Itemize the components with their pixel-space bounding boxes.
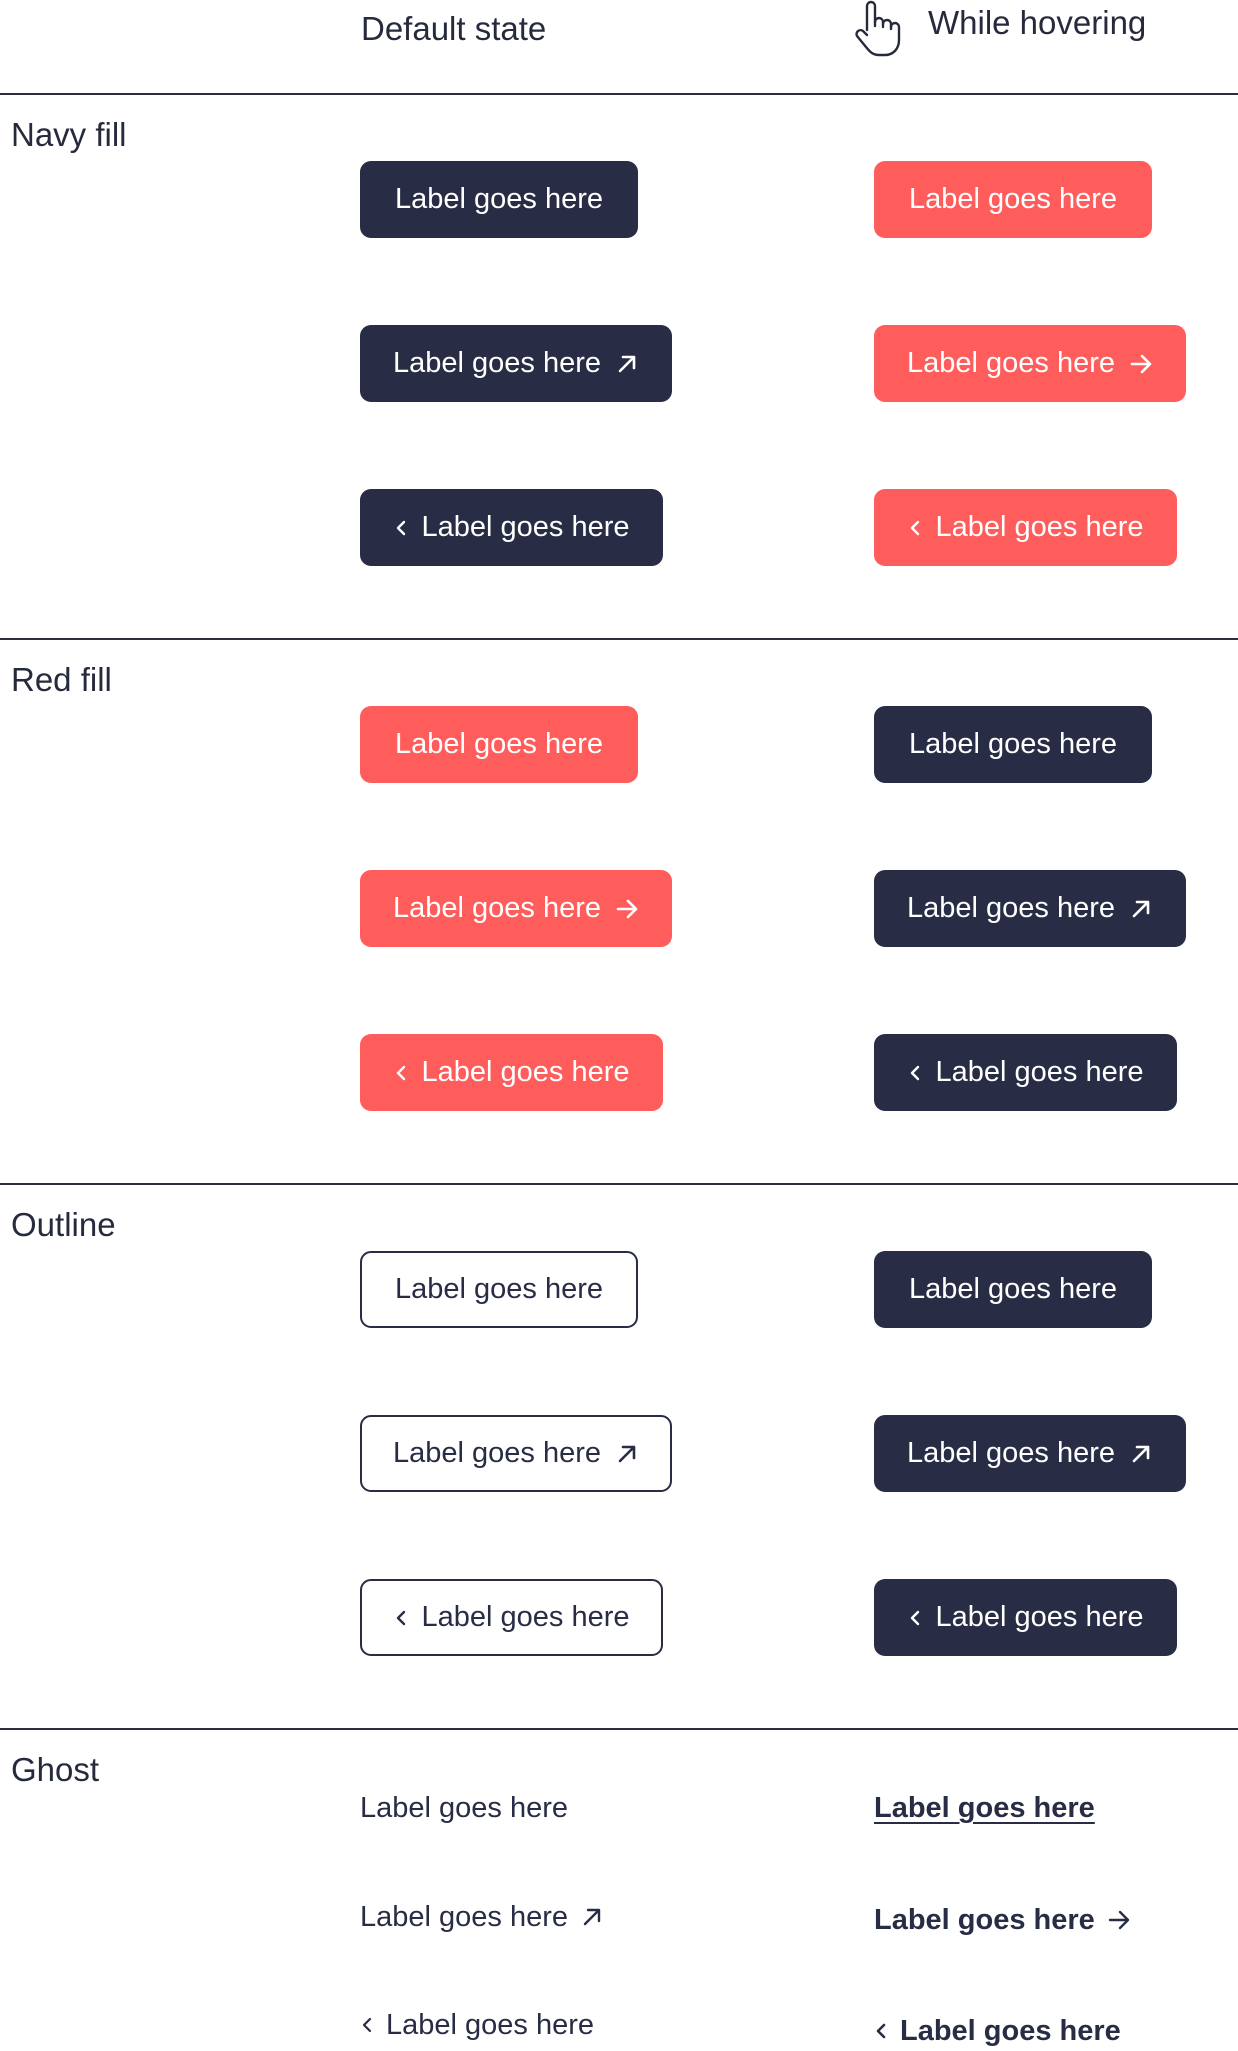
button-label: Label goes here [395, 728, 603, 760]
button-label: Label goes here [874, 1903, 1095, 1936]
button-label: Label goes here [395, 1273, 603, 1305]
outline-back-button[interactable]: Label goes here [360, 1579, 663, 1656]
button-label: Label goes here [395, 183, 603, 215]
navy-external-link-button[interactable]: Label goes here [360, 325, 672, 402]
arrow-right-icon [1108, 1910, 1130, 1930]
ghost-link[interactable]: Label goes here [360, 1788, 568, 1828]
outline-back-button-hover[interactable]: Label goes here [874, 1579, 1177, 1656]
red-back-button[interactable]: Label goes here [360, 1034, 663, 1111]
chevron-left-icon [396, 1065, 405, 1080]
button-label: Label goes here [935, 1601, 1144, 1633]
outline-external-link-button[interactable]: Label goes here [360, 1415, 672, 1492]
outline-external-link-button-hover[interactable]: Label goes here [874, 1415, 1186, 1492]
button-label: Label goes here [360, 1900, 568, 1933]
button-label: Label goes here [421, 1601, 630, 1633]
section-title-red-fill: Red fill [11, 661, 112, 698]
red-button-hover[interactable]: Label goes here [874, 706, 1152, 783]
arrow-up-right-icon [618, 355, 636, 372]
divider [0, 1183, 1238, 1185]
navy-forward-button-hover[interactable]: Label goes here [874, 325, 1186, 402]
arrow-up-right-icon [1132, 900, 1150, 917]
chevron-left-icon [910, 1065, 919, 1080]
chevron-left-icon [396, 520, 405, 535]
ghost-link-hover[interactable]: Label goes here [874, 1788, 1095, 1828]
while-hovering-heading: While hovering [928, 4, 1147, 41]
default-state-heading: Default state [361, 10, 547, 47]
button-label: Label goes here [393, 347, 601, 379]
button-label: Label goes here [421, 511, 630, 543]
arrow-up-right-icon [1132, 1445, 1150, 1462]
button-label: Label goes here [909, 728, 1117, 760]
outline-button-hover[interactable]: Label goes here [874, 1251, 1152, 1328]
section-title-ghost: Ghost [11, 1751, 100, 1788]
navy-button[interactable]: Label goes here [360, 161, 638, 238]
button-label: Label goes here [900, 2014, 1121, 2047]
button-label: Label goes here [393, 892, 601, 924]
divider [0, 93, 1238, 95]
arrow-right-icon [616, 899, 638, 918]
button-label: Label goes here [393, 1437, 601, 1469]
arrow-up-right-icon [583, 1908, 601, 1926]
button-label: Label goes here [874, 1791, 1095, 1824]
button-label: Label goes here [907, 347, 1115, 379]
chevron-left-icon [362, 2017, 372, 2033]
button-label: Label goes here [907, 892, 1115, 924]
ghost-external-link[interactable]: Label goes here [360, 1897, 604, 1937]
arrow-right-icon [1130, 354, 1152, 373]
button-label: Label goes here [360, 1791, 568, 1824]
navy-button-hover[interactable]: Label goes here [874, 161, 1152, 238]
button-label: Label goes here [907, 1437, 1115, 1469]
divider [0, 1728, 1238, 1730]
section-title-outline: Outline [11, 1206, 116, 1243]
chevron-left-icon [396, 1610, 405, 1625]
ghost-back-link[interactable]: Label goes here [360, 2005, 594, 2045]
button-label: Label goes here [909, 1273, 1117, 1305]
navy-back-button[interactable]: Label goes here [360, 489, 663, 566]
red-forward-button[interactable]: Label goes here [360, 870, 672, 947]
arrow-up-right-icon [618, 1445, 636, 1462]
button-label: Label goes here [909, 183, 1117, 215]
chevron-left-icon [910, 520, 919, 535]
button-label: Label goes here [386, 2008, 594, 2041]
ghost-forward-link-hover[interactable]: Label goes here [874, 1900, 1131, 1940]
button-label: Label goes here [935, 1056, 1144, 1088]
ghost-back-link-hover[interactable]: Label goes here [874, 2011, 1121, 2051]
button-label: Label goes here [421, 1056, 630, 1088]
outline-button[interactable]: Label goes here [360, 1251, 638, 1328]
red-button[interactable]: Label goes here [360, 706, 638, 783]
red-back-button-hover[interactable]: Label goes here [874, 1034, 1177, 1111]
red-external-link-button-hover[interactable]: Label goes here [874, 870, 1186, 947]
chevron-left-icon [876, 2023, 886, 2039]
divider [0, 638, 1238, 640]
chevron-left-icon [910, 1610, 919, 1625]
pointer-hand-icon [855, 0, 901, 57]
section-title-navy-fill: Navy fill [11, 116, 127, 153]
button-label: Label goes here [935, 511, 1144, 543]
navy-back-button-hover[interactable]: Label goes here [874, 489, 1177, 566]
